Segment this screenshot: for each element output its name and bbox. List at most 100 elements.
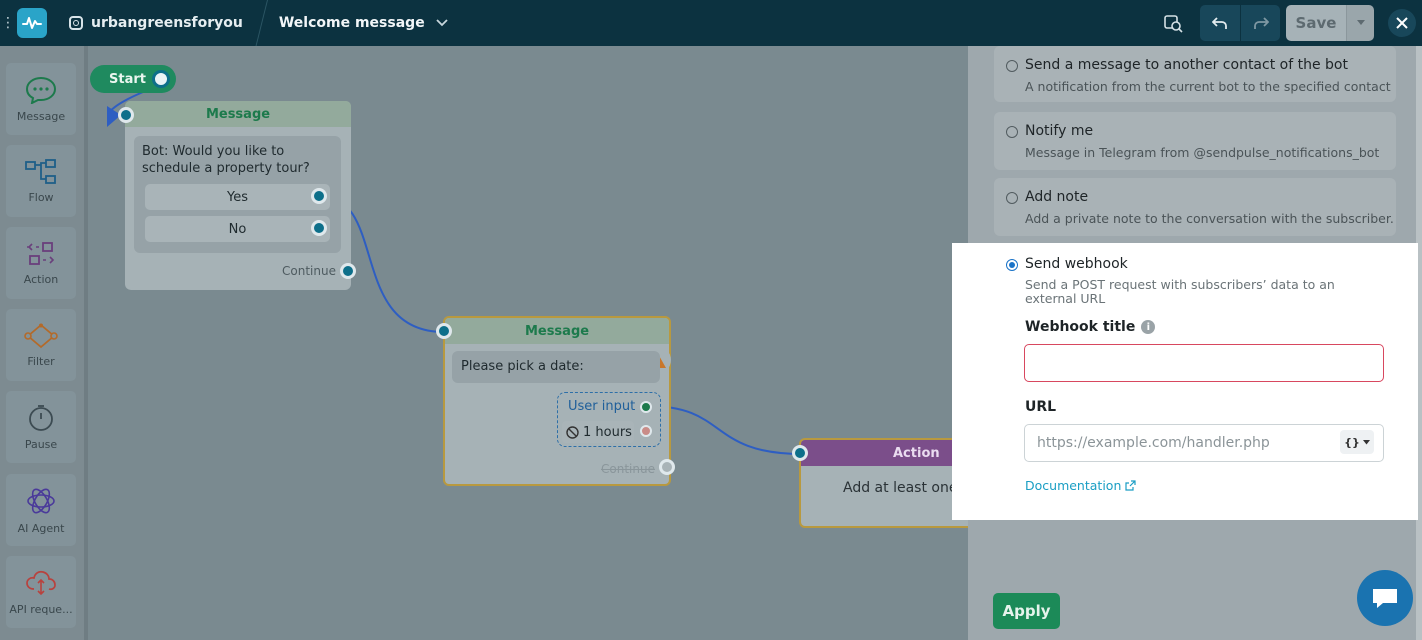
option-notify-me[interactable]: Notify me Message in Telegram from @send… (994, 112, 1396, 170)
close-button[interactable] (1388, 9, 1416, 37)
option-title: Add note (1025, 189, 1088, 205)
sidebar-item-label: AI Agent (18, 522, 65, 535)
documentation-link[interactable]: Documentation (1025, 478, 1136, 493)
preview-icon[interactable] (1162, 12, 1184, 34)
action-node[interactable]: Action Add at least one t (799, 438, 968, 528)
user-input-block[interactable]: User input 1 hours (557, 392, 661, 447)
action-placeholder-text: Add at least one t (843, 480, 967, 496)
yes-output-port[interactable] (311, 188, 327, 204)
radio-add-note[interactable] (1006, 192, 1018, 204)
option-desc: A notification from the current bot to t… (1025, 79, 1391, 94)
node-header: Message (445, 318, 669, 344)
option-desc: Send a POST request with subscribers’ da… (1025, 278, 1387, 306)
insert-variable-button[interactable]: {} (1340, 430, 1374, 454)
message-text: Bot: Would you like to schedule a proper… (142, 143, 322, 177)
redo-button[interactable] (1240, 5, 1280, 41)
radio-notify-me[interactable] (1006, 126, 1018, 138)
external-link-icon (1125, 480, 1136, 491)
no-output-port[interactable] (311, 220, 327, 236)
sidebar-item-filter[interactable]: Filter (6, 309, 76, 381)
flow-title[interactable]: Welcome message (279, 15, 425, 31)
sidebar-item-label: Filter (27, 355, 54, 368)
sidebar-item-message[interactable]: Message (6, 63, 76, 135)
top-bar: ⋮ urbangreensforyou Welcome message Save (0, 0, 1422, 46)
element-sidebar: Message Flow Action Filter Pause AI Agen… (0, 46, 88, 640)
radio-send-webhook[interactable] (1006, 259, 1018, 271)
option-title: Notify me (1025, 123, 1093, 139)
node-header: Message (125, 101, 351, 127)
account-name[interactable]: urbangreensforyou (91, 15, 243, 31)
chat-icon (1371, 586, 1399, 610)
option-desc: Message in Telegram from @sendpulse_noti… (1025, 145, 1379, 160)
quick-reply-yes[interactable]: Yes (145, 184, 330, 210)
url-input[interactable] (1024, 424, 1384, 462)
message-bubble: Please pick a date: (452, 351, 660, 383)
option-desc: Add a private note to the conversation w… (1025, 211, 1394, 226)
flow-icon (25, 159, 57, 185)
variable-braces-icon: {} (1344, 436, 1360, 449)
sidebar-item-flow[interactable]: Flow (6, 145, 76, 217)
option-send-to-contact[interactable]: Send a message to another contact of the… (994, 46, 1396, 102)
message-node-2[interactable]: Message Please pick a date: User input 1… (443, 316, 671, 486)
quick-reply-no[interactable]: No (145, 216, 330, 242)
url-label: URL (1025, 399, 1056, 415)
option-title: Send a message to another contact of the… (1025, 57, 1348, 73)
sidebar-item-ai-agent[interactable]: AI Agent (6, 474, 76, 546)
input-port[interactable] (118, 107, 134, 123)
app-logo-icon[interactable] (17, 8, 47, 38)
option-title: Send webhook (1025, 256, 1128, 272)
start-port[interactable] (152, 70, 170, 88)
timeout-port[interactable] (640, 425, 652, 437)
start-node[interactable]: Start (90, 65, 176, 93)
sidebar-item-api-request[interactable]: API reque... (6, 556, 76, 628)
sidebar-item-pause[interactable]: Pause (6, 391, 76, 463)
no-timeout-icon (566, 426, 579, 439)
undo-redo-group (1200, 5, 1280, 41)
radio-send-to-contact[interactable] (1006, 60, 1018, 72)
sidebar-item-label: Pause (25, 438, 57, 451)
breadcrumb-separator (257, 0, 277, 46)
sidebar-item-label: Action (24, 273, 58, 286)
start-label: Start (109, 72, 146, 87)
api-request-icon (25, 569, 57, 597)
caret-down-icon (1357, 20, 1365, 26)
save-button[interactable]: Save (1286, 5, 1346, 41)
option-send-webhook[interactable]: Send webhook Send a POST request with su… (994, 246, 1396, 504)
node-header: Action (801, 440, 968, 466)
sidebar-item-label: Flow (28, 191, 53, 204)
apply-button[interactable]: Apply (993, 593, 1060, 629)
user-input-label: User input (568, 399, 635, 414)
sidebar-item-label: API reque... (9, 603, 72, 616)
message-icon (25, 76, 57, 104)
input-port[interactable] (792, 445, 808, 461)
option-add-note[interactable]: Add note Add a private note to the conve… (994, 178, 1396, 236)
continue-output-port[interactable] (340, 263, 356, 279)
continue-label: Continue (601, 462, 655, 476)
pause-icon (27, 404, 55, 432)
chat-widget-button[interactable] (1357, 570, 1413, 626)
timeout-chip[interactable]: 1 hours (562, 421, 634, 443)
chevron-down-icon[interactable] (435, 16, 449, 30)
webhook-title-input[interactable] (1024, 344, 1384, 382)
flow-canvas[interactable]: Start Message Bot: Would you like to sch… (88, 46, 968, 640)
ai-agent-icon (26, 486, 56, 516)
close-icon (1396, 17, 1408, 29)
save-dropdown-button[interactable] (1346, 5, 1374, 41)
message-node-1[interactable]: Message Bot: Would you like to schedule … (125, 101, 351, 290)
sidebar-item-label: Message (17, 110, 65, 123)
user-input-port[interactable] (640, 401, 652, 413)
info-icon[interactable]: i (1141, 320, 1155, 334)
continue-output-port[interactable] (659, 459, 675, 475)
timeout-label: 1 hours (583, 425, 632, 440)
more-dots-icon[interactable]: ⋮ (1, 15, 13, 31)
save-group: Save (1286, 5, 1374, 41)
action-icon (26, 241, 56, 267)
sidebar-item-action[interactable]: Action (6, 227, 76, 299)
message-bubble: Bot: Would you like to schedule a proper… (134, 136, 341, 253)
instagram-icon (69, 16, 83, 30)
redo-icon (1253, 16, 1269, 30)
input-port[interactable] (436, 323, 452, 339)
undo-button[interactable] (1200, 5, 1240, 41)
message-text: Please pick a date: (461, 359, 584, 374)
continue-label: Continue (282, 264, 336, 278)
